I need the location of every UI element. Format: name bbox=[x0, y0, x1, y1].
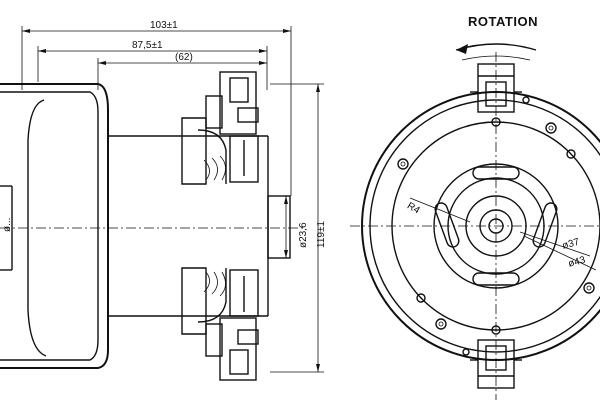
brush-block-bottom bbox=[470, 339, 522, 389]
brush-holder-top bbox=[181, 71, 259, 185]
dim-hub: ø23,6 bbox=[298, 222, 309, 248]
dim-ref: (62) bbox=[175, 52, 193, 63]
motor-housing bbox=[0, 83, 109, 369]
rotation-arrow bbox=[455, 43, 537, 51]
label-r4: R4 bbox=[405, 201, 422, 217]
label-dia-inner: ø37 bbox=[561, 237, 581, 252]
shaft-center bbox=[479, 209, 513, 243]
dim-overall: 103±1 bbox=[150, 20, 178, 31]
dim-left-partial: ø... bbox=[2, 218, 13, 232]
brush-block-top bbox=[470, 63, 522, 113]
label-dia-outer: ø43 bbox=[567, 255, 587, 270]
side-view: 103±1 87,5±1 (62) ø... bbox=[0, 20, 327, 381]
dim-body: 87,5±1 bbox=[132, 40, 163, 51]
brush-holder-bottom bbox=[181, 267, 259, 381]
rotation-title: ROTATION bbox=[468, 14, 538, 29]
outer-ring bbox=[361, 91, 600, 361]
hub bbox=[267, 195, 291, 259]
dim-height: 119±1 bbox=[316, 221, 327, 248]
front-view: ROTATION bbox=[350, 14, 600, 400]
